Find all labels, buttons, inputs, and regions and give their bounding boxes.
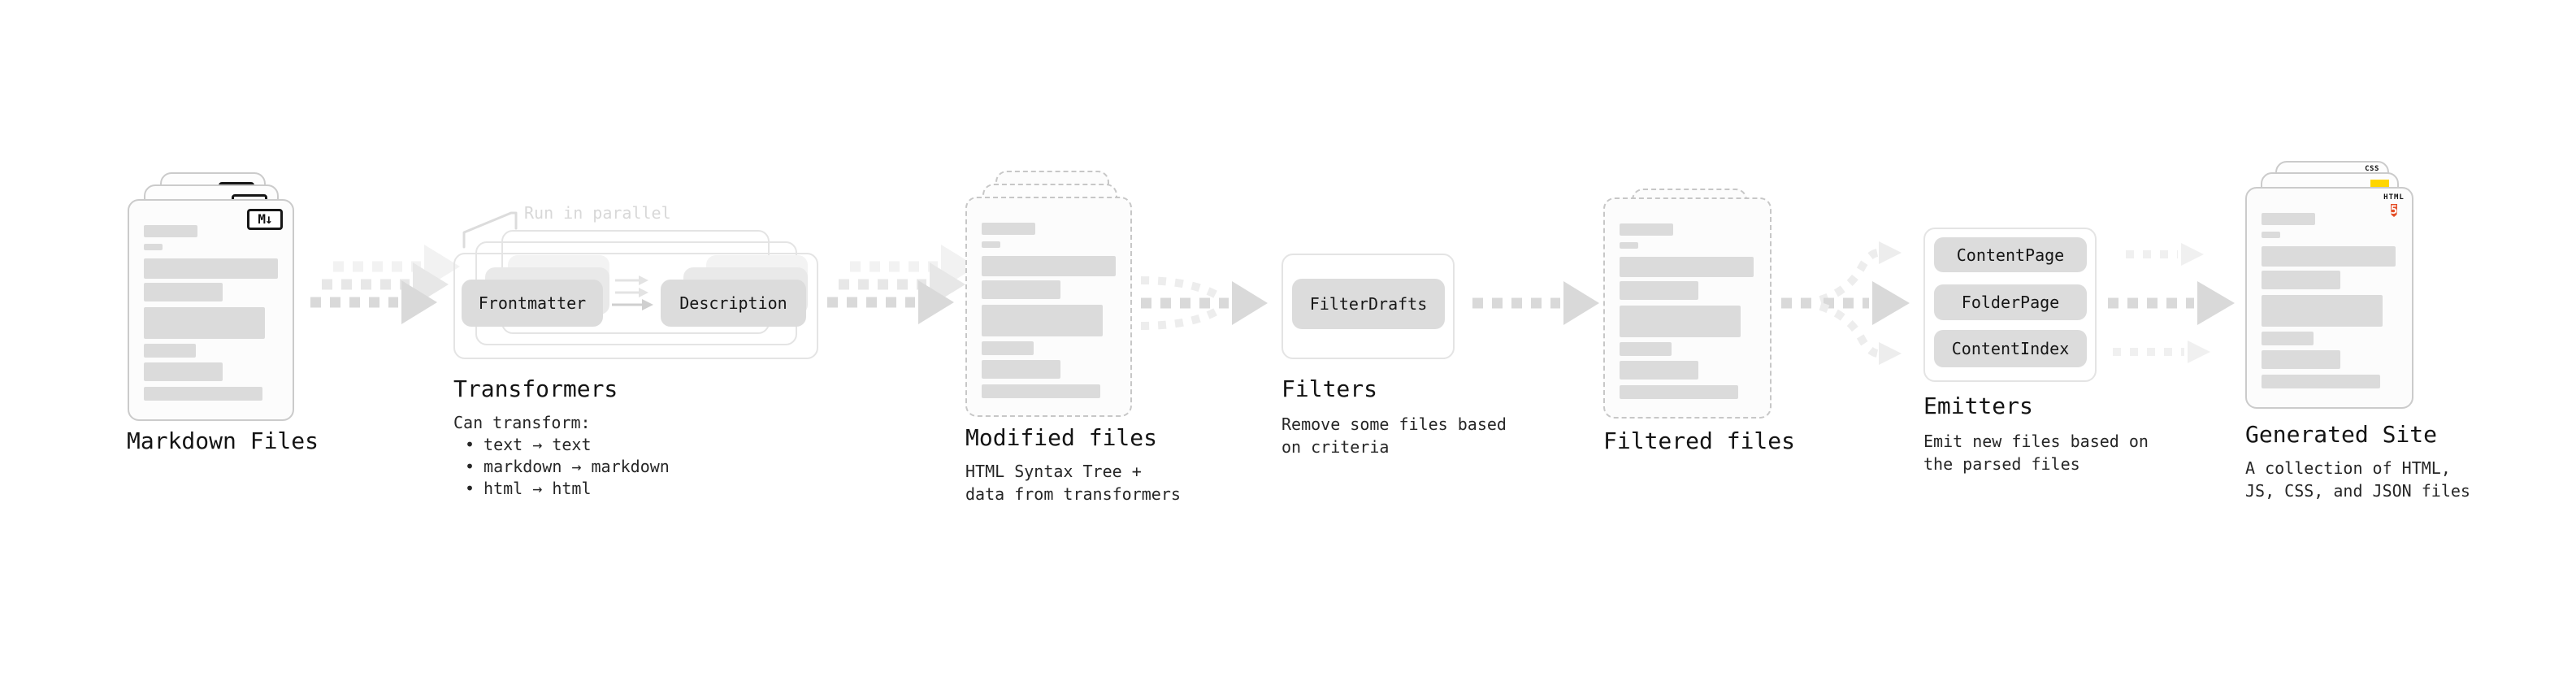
emitter-folderpage: FolderPage bbox=[1934, 284, 2087, 320]
filters-caption: Remove some files based on criteria bbox=[1281, 414, 1507, 457]
file-card bbox=[1603, 197, 1772, 419]
skeleton-line bbox=[982, 241, 1000, 248]
stage-title-generated-site: Generated Site bbox=[2245, 421, 2438, 448]
skeleton-line bbox=[2262, 213, 2315, 225]
skeleton-line bbox=[982, 280, 1060, 299]
stage-title-filtered-files: Filtered files bbox=[1603, 427, 1796, 454]
generated-site-caption: A collection of HTML, JS, CSS, and JSON … bbox=[2245, 458, 2470, 501]
arrow-emitters-to-generated bbox=[2108, 243, 2235, 363]
emitter-contentpage: ContentPage bbox=[1934, 237, 2087, 272]
skeleton-line bbox=[2262, 271, 2340, 289]
html5-icon: HTML 5 bbox=[2383, 193, 2405, 217]
transformers-bullet-list: •text → text •markdown → markdown •html … bbox=[453, 434, 670, 500]
skeleton-line bbox=[1620, 257, 1754, 277]
skeleton-line bbox=[2262, 350, 2340, 369]
skeleton-line bbox=[1620, 223, 1673, 236]
transformer-description: Description bbox=[661, 280, 806, 327]
skeleton-line bbox=[2262, 246, 2396, 267]
transformer-box-front bbox=[453, 253, 818, 359]
file-card: M↓ bbox=[128, 199, 294, 421]
skeleton-line bbox=[982, 305, 1103, 336]
filter-filterdrafts: FilterDrafts bbox=[1292, 279, 1445, 329]
skeleton-line bbox=[1620, 342, 1672, 356]
run-in-parallel-label: Run in parallel bbox=[524, 203, 671, 223]
skeleton-line bbox=[144, 244, 163, 250]
skeleton-line bbox=[144, 344, 196, 358]
filters-box bbox=[1281, 254, 1455, 359]
skeleton-line bbox=[2262, 375, 2380, 388]
skeleton-line bbox=[1620, 281, 1698, 300]
skeleton-line bbox=[144, 362, 223, 381]
stage-title-modified-files: Modified files bbox=[965, 424, 1158, 451]
bullet-item: •html → html bbox=[465, 479, 592, 498]
transformers-caption: Can transform: bbox=[453, 413, 591, 432]
stage-title-filters: Filters bbox=[1281, 375, 1378, 402]
skeleton-line bbox=[982, 223, 1035, 235]
skeleton-line bbox=[144, 387, 262, 401]
skeleton-line bbox=[144, 307, 265, 339]
js-icon bbox=[2370, 180, 2389, 189]
skeleton-line bbox=[982, 360, 1060, 379]
modified-files-caption: HTML Syntax Tree + data from transformer… bbox=[965, 462, 1181, 504]
transformer-frontmatter: Frontmatter bbox=[462, 280, 603, 327]
arrow-markdown-to-transformers bbox=[310, 245, 460, 324]
stage-title-emitters: Emitters bbox=[1923, 393, 2033, 419]
skeleton-line bbox=[144, 258, 278, 279]
skeleton-line bbox=[1620, 242, 1638, 249]
arrow-filtered-to-emitters bbox=[1781, 241, 1910, 365]
skeleton-line bbox=[144, 283, 223, 301]
skeleton-line bbox=[982, 256, 1116, 276]
skeleton-line bbox=[2262, 232, 2280, 238]
file-card: HTML 5 bbox=[2245, 187, 2413, 409]
file-card bbox=[965, 197, 1132, 417]
skeleton-line bbox=[982, 341, 1034, 355]
run-in-parallel-leader-line bbox=[462, 211, 518, 249]
skeleton-line bbox=[982, 384, 1100, 398]
bullet-item: •text → text bbox=[465, 435, 592, 454]
bullet-item: •markdown → markdown bbox=[465, 457, 670, 476]
skeleton-line bbox=[1620, 306, 1741, 337]
arrow-frontmatter-to-description bbox=[612, 275, 653, 310]
emitter-contentindex: ContentIndex bbox=[1934, 330, 2087, 367]
arrow-modified-to-filters bbox=[1141, 280, 1268, 326]
markdown-icon: M↓ bbox=[247, 209, 283, 230]
emitters-caption: Emit new files based on the parsed files bbox=[1923, 432, 2149, 474]
stage-title-markdown-files: Markdown Files bbox=[127, 427, 319, 454]
skeleton-line bbox=[1620, 361, 1698, 380]
arrow-filters-to-filtered bbox=[1472, 281, 1599, 325]
skeleton-line bbox=[1620, 385, 1738, 399]
emitters-box bbox=[1923, 228, 2097, 382]
stage-title-transformers: Transformers bbox=[453, 375, 618, 402]
skeleton-line bbox=[2262, 295, 2383, 327]
skeleton-line bbox=[144, 225, 197, 237]
arrow-transformers-to-modified bbox=[827, 245, 977, 324]
skeleton-line bbox=[2262, 332, 2314, 345]
